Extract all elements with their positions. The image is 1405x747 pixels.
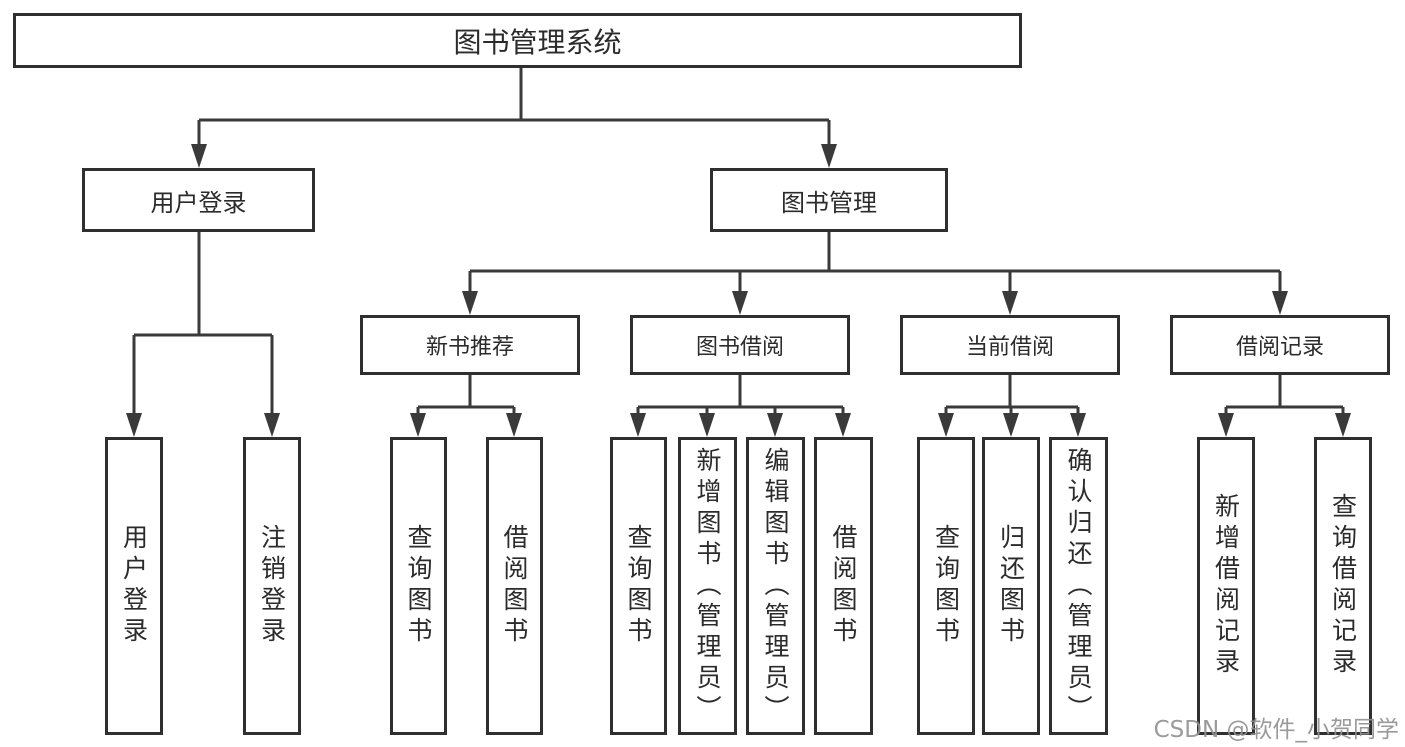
arrowhead-down-icon (821, 144, 837, 168)
leaf-label: 查询图书 (931, 524, 961, 648)
arrowhead-down-icon (630, 413, 646, 437)
leaf-label: 借阅图书 (500, 524, 529, 648)
leaf-label: 注销登录 (257, 524, 287, 648)
leaf-label: 新增图书（管理员） (693, 446, 722, 726)
arrowhead-down-icon (938, 413, 954, 437)
node-library-management-system: 图书管理系统 (13, 13, 1022, 68)
arrowhead-down-icon (1003, 413, 1019, 437)
node-label: 新书推荐 (425, 335, 514, 360)
node-book-management: 图书管理 (710, 168, 948, 232)
leaf-borrow-books: 借阅图书 (814, 437, 873, 735)
leaf-label: 用户登录 (119, 524, 149, 648)
arrowhead-down-icon (126, 413, 142, 437)
arrowhead-down-icon (1272, 291, 1288, 315)
leaf-query-books-borrow: 查询图书 (610, 437, 667, 735)
arrowhead-down-icon (1002, 291, 1018, 315)
leaf-query-books-current: 查询图书 (917, 437, 975, 735)
node-new-book-recommendation: 新书推荐 (360, 315, 580, 375)
arrowhead-down-icon (732, 291, 748, 315)
arrowhead-down-icon (699, 413, 715, 437)
leaf-add-borrow-record: 新增借阅记录 (1197, 437, 1255, 735)
arrowhead-down-icon (191, 144, 207, 168)
node-label: 图书管理 (781, 188, 877, 217)
csdn-watermark: CSDN @软件_小贺同学 (1153, 717, 1399, 743)
node-label: 图书借阅 (695, 335, 784, 360)
arrowhead-down-icon (1218, 413, 1234, 437)
node-user-login: 用户登录 (82, 168, 315, 232)
leaf-label: 查询借阅记录 (1328, 493, 1358, 679)
arrowhead-down-icon (835, 413, 851, 437)
node-book-borrowing: 图书借阅 (630, 315, 850, 375)
arrowhead-down-icon (264, 413, 280, 437)
node-label: 借阅记录 (1235, 335, 1324, 360)
leaf-label: 归还图书 (996, 524, 1026, 648)
node-label: 图书管理系统 (453, 25, 622, 59)
arrowhead-down-icon (506, 413, 522, 437)
leaf-label: 新增借阅记录 (1211, 493, 1241, 679)
node-label: 当前借阅 (965, 335, 1054, 360)
arrowhead-down-icon (1070, 413, 1086, 437)
arrowhead-down-icon (462, 291, 478, 315)
leaf-borrow-books-recommend: 借阅图书 (486, 437, 543, 735)
arrowhead-down-icon (767, 413, 783, 437)
leaf-logout: 注销登录 (243, 437, 301, 735)
leaf-user-login: 用户登录 (105, 437, 163, 735)
node-current-borrowing: 当前借阅 (900, 315, 1120, 375)
leaf-label: 借阅图书 (829, 524, 858, 648)
leaf-label: 查询图书 (624, 524, 653, 648)
leaf-label: 编辑图书（管理员） (761, 446, 790, 726)
leaf-add-book-admin: 新增图书（管理员） (678, 437, 737, 735)
arrowhead-down-icon (1335, 413, 1351, 437)
node-label: 用户登录 (150, 188, 247, 217)
leaf-confirm-return-admin: 确认归还（管理员） (1049, 437, 1108, 735)
leaf-edit-book-admin: 编辑图书（管理员） (746, 437, 805, 735)
leaf-label: 查询图书 (404, 524, 433, 648)
node-borrowing-records: 借阅记录 (1170, 315, 1390, 375)
leaf-return-book: 归还图书 (982, 437, 1040, 735)
arrowhead-down-icon (410, 413, 426, 437)
leaf-query-books-recommend: 查询图书 (390, 437, 447, 735)
leaf-label: 确认归还（管理员） (1064, 446, 1093, 726)
leaf-query-borrow-record: 查询借阅记录 (1314, 437, 1372, 735)
